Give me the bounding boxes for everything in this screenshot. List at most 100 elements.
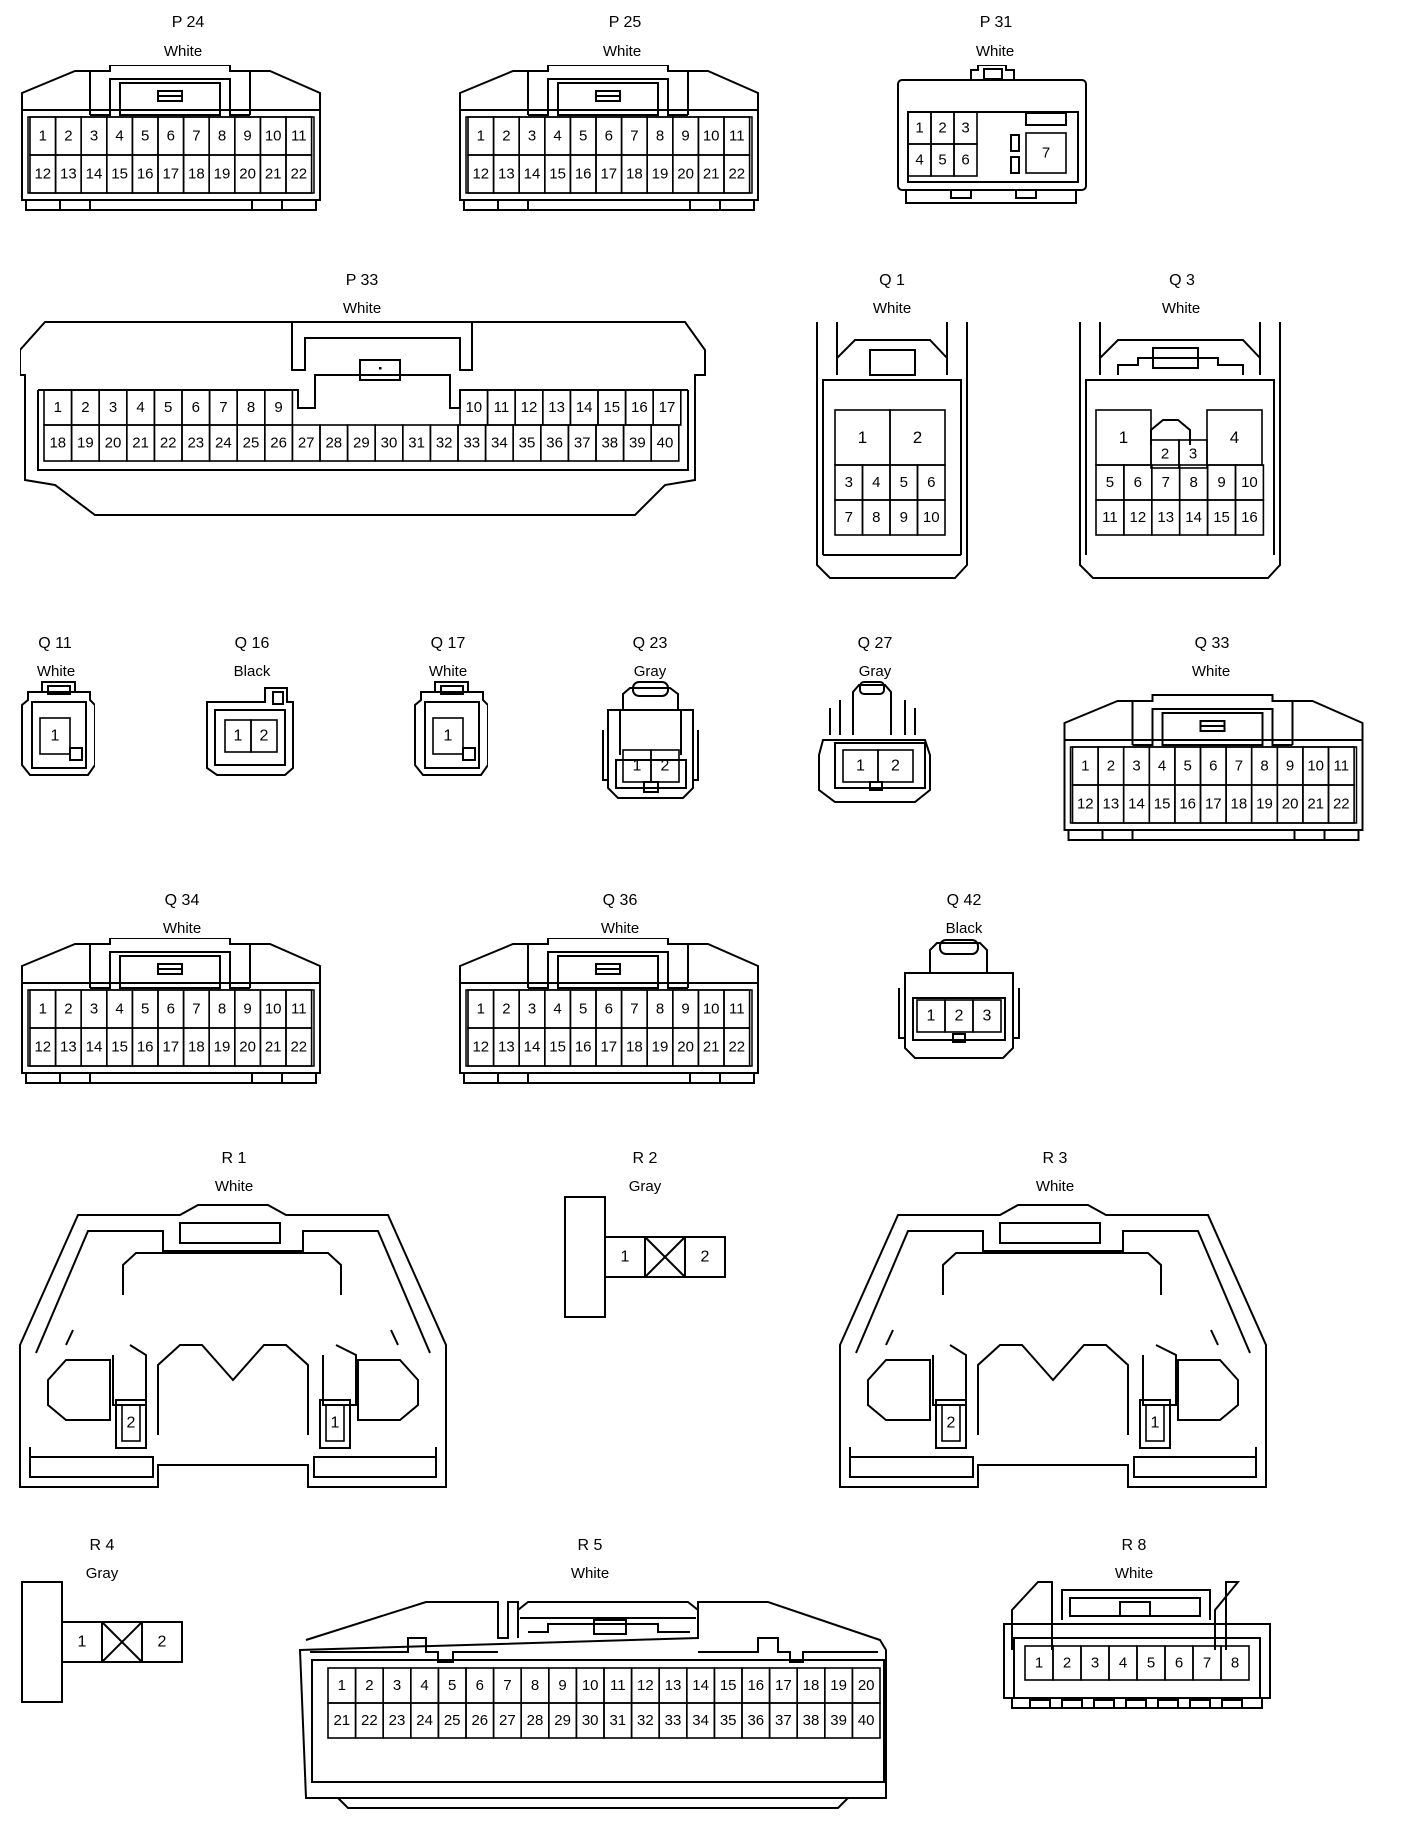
pin-label: 15 bbox=[111, 166, 128, 183]
connector-q11-diagram: 1 bbox=[21, 681, 95, 776]
connector-title: Q 1 bbox=[879, 272, 905, 289]
pin-label: 25 bbox=[243, 435, 260, 452]
pin-label: 7 bbox=[1042, 145, 1050, 162]
shorting-cross bbox=[101, 1621, 143, 1663]
pin-label: 9 bbox=[274, 399, 282, 416]
pin-cell bbox=[121, 1404, 141, 1442]
connector-color: White bbox=[162, 920, 202, 937]
latch bbox=[929, 942, 988, 973]
pin-label: 14 bbox=[1185, 509, 1202, 526]
connector-title: R 2 bbox=[632, 1150, 658, 1167]
latch-tab bbox=[983, 68, 1003, 80]
housing-shell bbox=[298, 1601, 887, 1799]
connector-title: P 33 bbox=[345, 272, 379, 289]
pin-label: 39 bbox=[830, 1712, 847, 1729]
pin-label: 8 bbox=[1189, 474, 1197, 491]
pin-cell bbox=[916, 499, 946, 536]
pin-label: 17 bbox=[775, 1677, 792, 1694]
latch-tab bbox=[47, 685, 71, 695]
base-tab bbox=[1015, 189, 1037, 199]
pin-label: 9 bbox=[900, 509, 908, 526]
latch bbox=[1099, 339, 1261, 375]
pin-label: 17 bbox=[659, 399, 676, 416]
pin-cell bbox=[325, 1404, 345, 1442]
inner-wall bbox=[311, 1659, 885, 1783]
pin-label: 8 bbox=[656, 128, 664, 145]
latch-frame bbox=[1132, 708, 1293, 746]
pin-label: 16 bbox=[747, 1677, 764, 1694]
housing-shell bbox=[1079, 322, 1281, 579]
pin-label: 9 bbox=[681, 1001, 689, 1018]
housing-rib bbox=[65, 1329, 399, 1346]
housing-body bbox=[21, 982, 321, 1074]
base-tab bbox=[251, 1072, 283, 1084]
housing-top bbox=[459, 938, 759, 1000]
inner-wall bbox=[834, 742, 926, 789]
pin-cell bbox=[650, 749, 680, 783]
pin-label: 5 bbox=[1147, 1655, 1155, 1672]
pin-cell bbox=[851, 1702, 881, 1739]
pin-label: 24 bbox=[416, 1712, 433, 1729]
pin-label: 22 bbox=[1333, 796, 1350, 813]
pin-label: 8 bbox=[1260, 758, 1268, 775]
pin-label: 19 bbox=[830, 1677, 847, 1694]
base-tab bbox=[1029, 1699, 1051, 1709]
slot bbox=[1010, 156, 1020, 174]
housing-base bbox=[25, 200, 317, 211]
pin-label: 2 bbox=[260, 728, 269, 745]
pin-label: 12 bbox=[1130, 509, 1147, 526]
connector-title: Q 3 bbox=[1169, 272, 1195, 289]
pin-label: 39 bbox=[629, 435, 646, 452]
pin-label: 12 bbox=[34, 166, 51, 183]
pin-label: 6 bbox=[476, 1677, 484, 1694]
housing-shell bbox=[904, 972, 1014, 1059]
pin-label: 11 bbox=[494, 399, 510, 416]
side-lock bbox=[357, 1359, 419, 1421]
inner-wall bbox=[1085, 379, 1275, 555]
pin-label: 28 bbox=[325, 435, 342, 452]
pin-label: 1 bbox=[78, 1634, 87, 1651]
housing-body bbox=[1063, 739, 1364, 831]
pin-label: 1 bbox=[39, 1001, 47, 1018]
pin-label: 33 bbox=[463, 435, 480, 452]
pin-label: 13 bbox=[60, 166, 77, 183]
pin-label: 15 bbox=[1154, 796, 1171, 813]
housing-base bbox=[25, 1073, 317, 1084]
inner-frame bbox=[698, 1637, 878, 1663]
housing-shell bbox=[19, 1204, 447, 1488]
pin-label: 3 bbox=[1189, 446, 1197, 463]
housing-rib bbox=[836, 322, 948, 375]
pin-label: 5 bbox=[579, 1001, 587, 1018]
pin-label: 12 bbox=[472, 1039, 489, 1056]
housing-shell bbox=[1003, 1623, 1271, 1709]
side-clip bbox=[898, 988, 1020, 1039]
pin-label: 10 bbox=[1241, 474, 1258, 491]
pin-label: 4 bbox=[1119, 1655, 1127, 1672]
connector-title: R 1 bbox=[221, 1150, 247, 1167]
pin-label: 15 bbox=[1213, 509, 1230, 526]
pin-label: 17 bbox=[162, 1039, 179, 1056]
pin-label: 18 bbox=[626, 1039, 643, 1056]
latch bbox=[119, 82, 221, 116]
pin-label: 8 bbox=[656, 1001, 664, 1018]
pin-label: 11 bbox=[729, 1001, 745, 1018]
latch-inner bbox=[520, 1617, 696, 1633]
housing-rib bbox=[885, 1329, 1219, 1346]
connector-title: Q 11 bbox=[38, 635, 72, 652]
pin-label: 6 bbox=[605, 1001, 613, 1018]
pin-label: 2 bbox=[502, 1001, 510, 1018]
pin-cell bbox=[285, 154, 313, 194]
shorting-cross bbox=[644, 1236, 686, 1278]
pin-label: 7 bbox=[845, 509, 853, 526]
pin-label: 14 bbox=[1128, 796, 1145, 813]
pin-label: 2 bbox=[701, 1249, 710, 1266]
latch-inner bbox=[1117, 357, 1244, 375]
pin-label: 37 bbox=[574, 435, 591, 452]
pin-label: 17 bbox=[162, 166, 179, 183]
pin-label: 1 bbox=[633, 758, 642, 775]
pin-label: 9 bbox=[558, 1677, 566, 1694]
pin-label: 21 bbox=[333, 1712, 350, 1729]
